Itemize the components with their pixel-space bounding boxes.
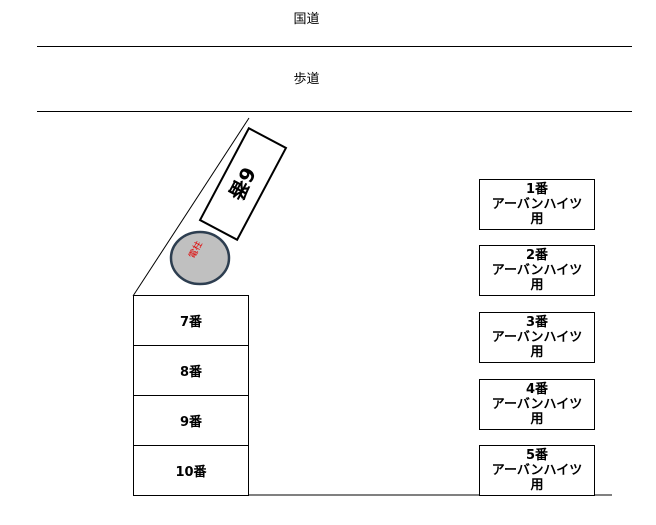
national-road-label: 国道 [293, 12, 320, 27]
utility-pole [169, 230, 231, 286]
diagonal-boundary-line [132, 117, 250, 297]
stall-label: 10番 [175, 465, 207, 480]
parking-stall-1: 1番 アーバンハイツ 用 [479, 179, 595, 230]
stall-owner: アーバンハイツ [491, 397, 583, 412]
stall-label: 8番 [179, 365, 203, 380]
stall-number: 4番 [525, 382, 549, 397]
stall-owner: アーバンハイツ [491, 463, 583, 478]
stall-number: 3番 [525, 315, 549, 330]
stall-number: 5番 [525, 448, 549, 463]
stall-label: 7番 [179, 315, 203, 330]
parking-stall-10: 10番 [133, 445, 249, 496]
parking-stall-7: 7番 [133, 295, 249, 346]
stall-label: 9番 [179, 415, 203, 430]
sidewalk-label: 歩道 [293, 72, 320, 87]
stall-owner: アーバンハイツ [491, 197, 583, 212]
stall-owner: アーバンハイツ [491, 330, 583, 345]
stall-owner: アーバンハイツ [491, 263, 583, 278]
sidewalk-boundary-line [37, 111, 632, 112]
stall-use: 用 [530, 478, 544, 493]
stall-number: 2番 [525, 248, 549, 263]
parking-stall-6-label: 6番 [223, 162, 261, 204]
stall-use: 用 [530, 412, 544, 427]
parking-stall-8: 8番 [133, 345, 249, 396]
stall-use: 用 [530, 212, 544, 227]
parking-stall-2: 2番 アーバンハイツ 用 [479, 245, 595, 296]
parking-stall-3: 3番 アーバンハイツ 用 [479, 312, 595, 363]
road-boundary-line [37, 46, 632, 47]
stall-use: 用 [530, 278, 544, 293]
stall-number: 1番 [525, 182, 549, 197]
parking-stall-5: 5番 アーバンハイツ 用 [479, 445, 595, 496]
stall-use: 用 [530, 345, 544, 360]
parking-stall-9: 9番 [133, 395, 249, 446]
parking-stall-4: 4番 アーバンハイツ 用 [479, 379, 595, 430]
